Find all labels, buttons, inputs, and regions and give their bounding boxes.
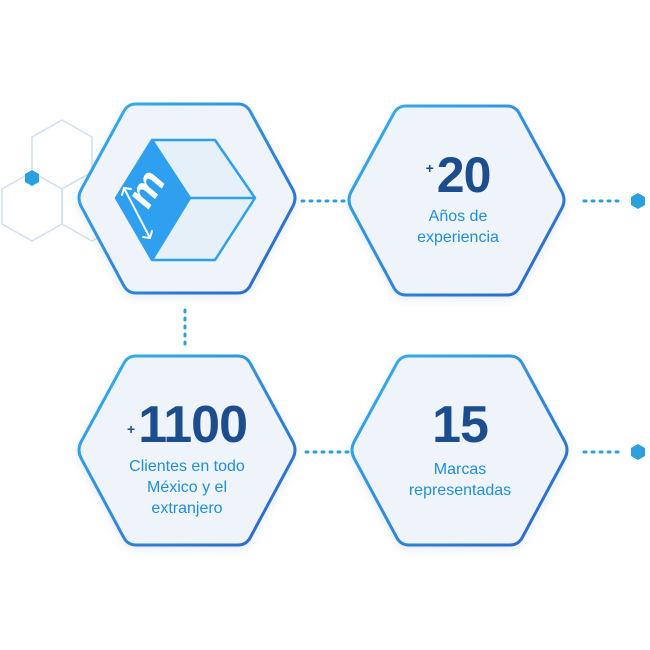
stat-clients-value: 1100 bbox=[138, 396, 248, 454]
stat-years-label-line-1: Años de bbox=[428, 208, 488, 225]
cube-logo-icon: m bbox=[114, 138, 257, 262]
stat-clients-label-line-2: México y el bbox=[146, 479, 228, 496]
stat-brands: 15 Marcas representadas bbox=[368, 399, 552, 501]
stat-clients-prefix: + bbox=[127, 421, 136, 437]
stat-brands-value: 15 bbox=[432, 396, 489, 454]
decor-dot-hex bbox=[25, 170, 39, 186]
stat-brands-label: Marcas representadas bbox=[368, 459, 552, 501]
stat-clients-label-line-3: extranjero bbox=[151, 500, 223, 517]
cube-right-face bbox=[152, 198, 255, 260]
cube-edge-inner bbox=[150, 197, 192, 261]
cube-arrow-line bbox=[123, 187, 151, 239]
stat-years: + 20 Años de experiencia bbox=[366, 150, 550, 248]
stat-brands-label-line-2: representadas bbox=[408, 482, 512, 499]
stat-brands-label-line-1: Marcas bbox=[433, 461, 487, 478]
connector-end-dot-bottom bbox=[631, 444, 645, 460]
stat-clients-label: Clientes en todo México y el extranjero bbox=[92, 456, 282, 519]
cube-arrow-head-top bbox=[121, 186, 132, 196]
main-hexagons bbox=[77, 102, 569, 547]
stat-years-label-line-2: experiencia bbox=[417, 229, 499, 246]
decor-hex-1 bbox=[31, 119, 93, 190]
hex-clients bbox=[77, 354, 297, 547]
stat-clients-label-line-1: Clientes en todo bbox=[129, 458, 245, 475]
stat-years-prefix: + bbox=[425, 160, 434, 176]
cube-top-face bbox=[152, 140, 255, 198]
stat-years-value: 20 bbox=[436, 147, 492, 203]
stat-years-label: Años de experiencia bbox=[366, 206, 550, 248]
hex-years bbox=[347, 104, 566, 297]
connector-end-dot-top bbox=[631, 193, 645, 209]
stat-clients: + 1100 Clientes en todo México y el extr… bbox=[92, 399, 282, 519]
hex-brands bbox=[350, 354, 569, 547]
connectors bbox=[183, 193, 645, 460]
cube-arrow-head-bottom bbox=[142, 230, 153, 240]
